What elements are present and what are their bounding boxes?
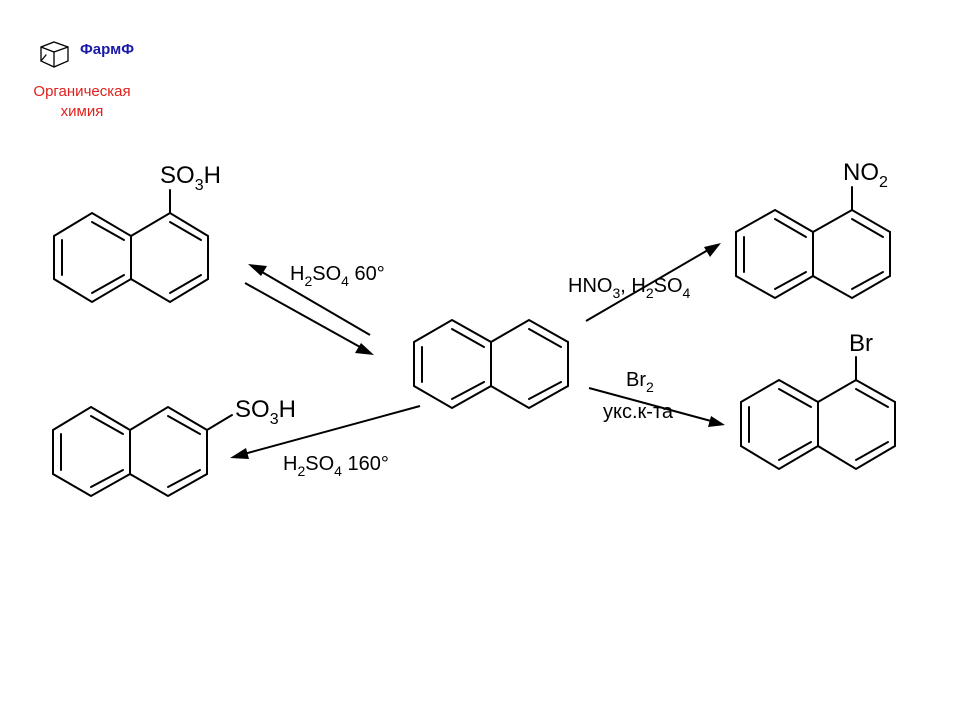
arrow-nitration (585, 243, 721, 322)
reagent-h2so4-60: H2SO4 60° (290, 263, 385, 289)
svg-text:Br: Br (849, 330, 873, 357)
adamantane-icon (40, 41, 69, 68)
brand-title: ФармФ (80, 41, 134, 58)
reagent-br2: Br2 (626, 369, 654, 395)
reagent-acetic-acid: укс.к-та (603, 401, 674, 423)
naphthalene-2-sulfonic-acid: SO3H (52, 396, 296, 498)
equilibrium-arrow (244, 264, 374, 355)
svg-text:NO2: NO2 (843, 159, 888, 191)
1-bromonaphthalene: Br (740, 330, 896, 471)
naphthalene (413, 318, 569, 410)
svg-text:SO3H: SO3H (235, 396, 296, 428)
reagent-h2so4-160: H2SO4 160° (283, 453, 389, 479)
subject-line-2: химия (61, 103, 104, 120)
1-nitronaphthalene: NO2 (735, 159, 891, 300)
arrow-sulfonation-160 (230, 405, 421, 459)
arrow-bromination (588, 387, 725, 427)
reagent-hno3-h2so4: HNO3, H2SO4 (568, 275, 691, 301)
naphthalene-1-sulfonic-acid: SO3H (53, 162, 221, 304)
svg-text:SO3H: SO3H (160, 162, 221, 194)
subject-line-1: Органическая (33, 83, 130, 100)
